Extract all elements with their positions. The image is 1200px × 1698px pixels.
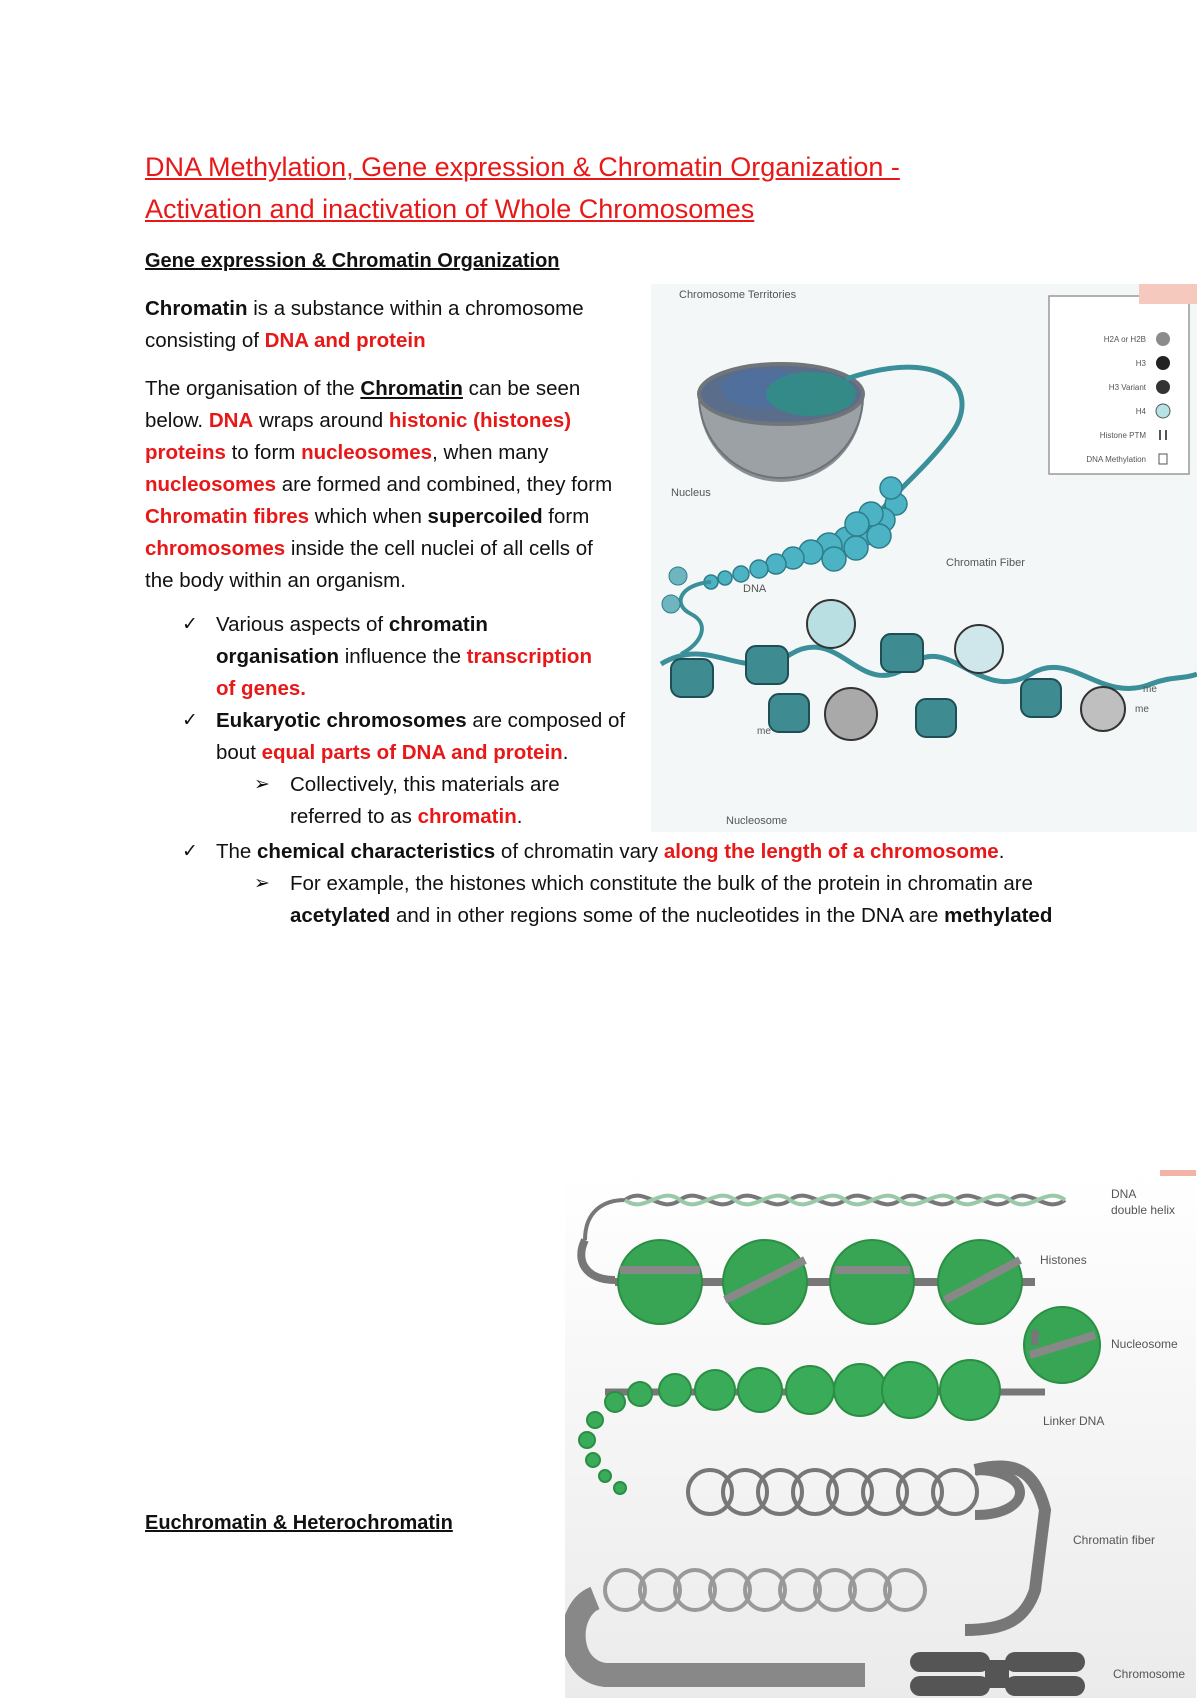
- svg-text:H4: H4: [1136, 407, 1147, 416]
- checkmark-icon: ✓: [182, 614, 198, 635]
- label-nucleosome: Nucleosome: [726, 815, 787, 827]
- label-linker-dna: Linker DNA: [1043, 1414, 1104, 1428]
- text: form: [542, 505, 590, 528]
- figure-legend: H2A or H2B H3 H3 Variant H4 Histone PTM …: [1048, 295, 1190, 475]
- text-highlight: histonic (histones) proteins: [145, 409, 572, 464]
- title-line-2: Activation and inactivation of Whole Chr…: [145, 194, 755, 224]
- title-line-1: DNA Methylation, Gene expression & Chrom…: [145, 152, 900, 182]
- label-me: me: [1135, 704, 1149, 715]
- checkmark-icon: ✓: [182, 841, 198, 862]
- svg-text:H2A or H2B: H2A or H2B: [1104, 335, 1146, 344]
- label-dna: DNA: [743, 583, 767, 595]
- bullet-item: Eukaryotic chromosomes are composed of b…: [216, 709, 626, 764]
- dna-to-chromosome-figure: DNA double helix Histones Nucleosome Lin…: [565, 1170, 1196, 1698]
- svg-text:H3: H3: [1136, 359, 1147, 368]
- chromatin-definition-paragraph: Chromatin is a substance within a chromo…: [145, 293, 625, 357]
- text: wraps around: [253, 409, 389, 432]
- label-double-helix: double helix: [1111, 1203, 1175, 1217]
- nucleosome-spools: [670, 633, 1062, 738]
- label-me: me: [757, 726, 771, 737]
- label-histones: Histones: [1040, 1253, 1087, 1267]
- text-highlight: Chromatin fibres: [145, 505, 310, 528]
- histone-cores: [617, 1239, 1101, 1384]
- sub-bullet-item: For example, the histones which constitu…: [290, 872, 1053, 927]
- label-nucleosome: Nucleosome: [1111, 1337, 1178, 1351]
- text-highlight: DNA: [208, 409, 254, 432]
- label-me: me: [1143, 684, 1157, 695]
- chromatin-organisation-paragraph: The organisation of the Chromatin can be…: [145, 373, 625, 597]
- label-territories: Chromosome Territories: [679, 289, 797, 301]
- text: inside the cell nuclei of all cells of t…: [145, 537, 593, 592]
- sub-bullet-item: Collectively, this materials are referre…: [290, 773, 560, 828]
- svg-text:DNA Methylation: DNA Methylation: [1086, 455, 1146, 464]
- document-title: DNA Methylation, Gene expression & Chrom…: [145, 146, 1045, 230]
- checkmark-icon: ✓: [182, 710, 198, 731]
- histone-octamer-discs: [806, 599, 1126, 741]
- nucleus-illustration: [697, 362, 865, 482]
- chromosome-shape: [910, 1652, 1085, 1696]
- text: to form: [225, 441, 302, 464]
- svg-text:H3 Variant: H3 Variant: [1109, 383, 1147, 392]
- label-chromosome: Chromosome: [1113, 1667, 1185, 1681]
- arrow-bullet-icon: ➢: [254, 873, 270, 894]
- dna-double-helix: [583, 1193, 1067, 1241]
- text: can be seen below.: [145, 377, 581, 432]
- text: is a substance within a chromosome consi…: [145, 297, 584, 352]
- label-nucleus: Nucleus: [671, 487, 711, 499]
- text-highlight: nucleosomes: [301, 441, 433, 464]
- text-bold: supercoiled: [427, 505, 543, 528]
- text-highlight: DNA and protein: [264, 329, 426, 352]
- label-fiber: Chromatin Fiber: [946, 557, 1025, 569]
- label-chromatin-fiber: Chromatin fiber: [1073, 1533, 1155, 1547]
- section-heading-gene-expression: Gene expression & Chromatin Organization: [145, 250, 560, 272]
- bullet-item: Various aspects of chromatin organisatio…: [216, 613, 592, 700]
- text-highlight: nucleosomes: [145, 473, 277, 496]
- chromatin-fiber-coils: [686, 1468, 979, 1516]
- bullet-item: The chemical characteristics of chromati…: [216, 840, 1005, 863]
- text: are formed and combined, they form: [276, 473, 613, 496]
- section-heading-euchromatin: Euchromatin & Heterochromatin: [145, 1512, 453, 1534]
- text: The organisation of the: [145, 377, 361, 400]
- text-chromatin: Chromatin: [360, 377, 463, 400]
- chromatin-fiber-beads: [703, 476, 908, 590]
- text: , when many: [432, 441, 549, 464]
- label-dna: DNA: [1111, 1187, 1136, 1201]
- chromatin-organisation-figure: Chromosome Territories Nucleus Chromatin…: [651, 284, 1197, 832]
- arrow-bullet-icon: ➢: [254, 774, 270, 795]
- svg-text:Histone PTM: Histone PTM: [1100, 431, 1147, 440]
- text-chromatin: Chromatin: [145, 297, 248, 320]
- text: which when: [309, 505, 428, 528]
- text-highlight: chromosomes: [145, 537, 286, 560]
